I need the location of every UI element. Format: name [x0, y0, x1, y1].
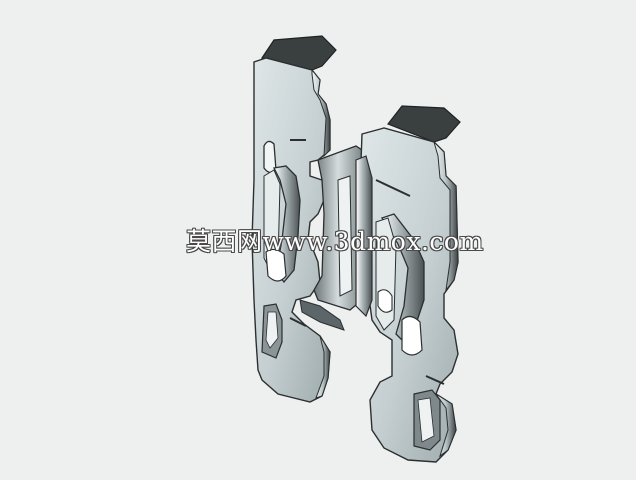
right-plate: [355, 105, 461, 463]
watermark-text: 莫西网www.3dmox.com: [186, 227, 484, 256]
connecting-web: [299, 145, 363, 331]
left-plate: [251, 35, 337, 403]
